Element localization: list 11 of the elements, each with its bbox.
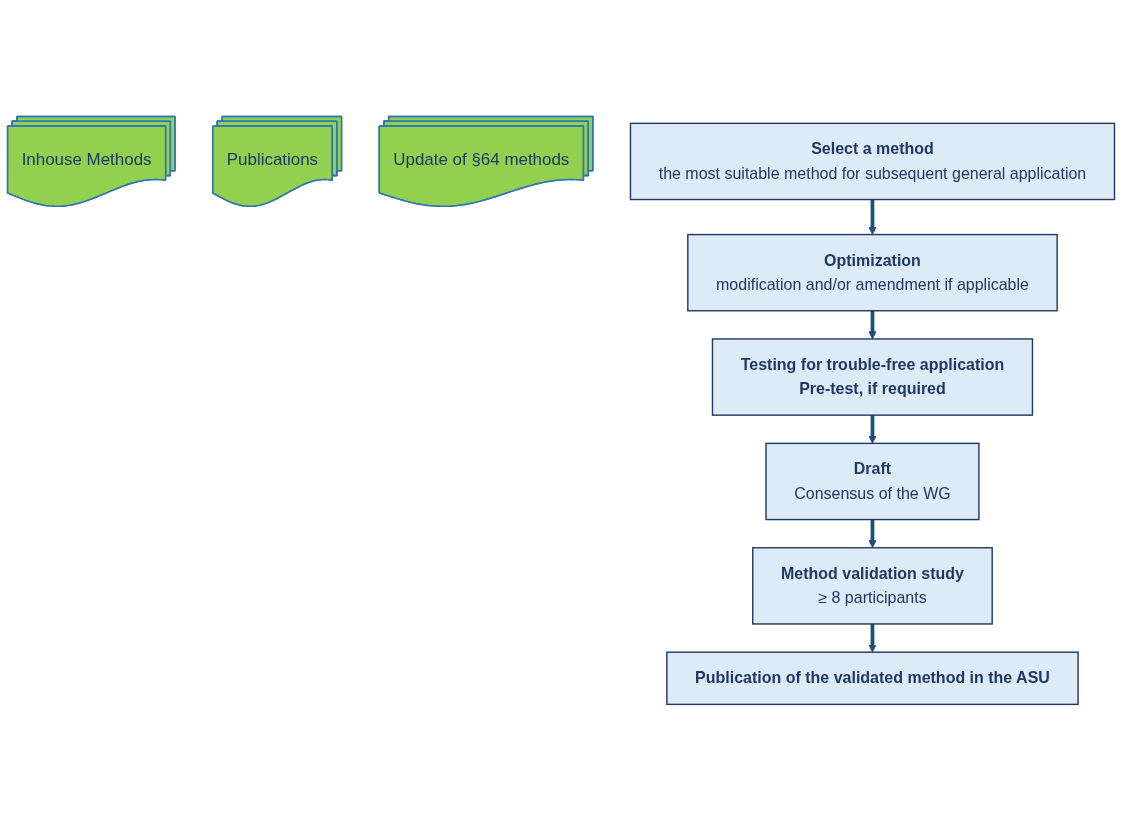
node-box: Draft Consensus of the WG: [765, 442, 980, 521]
node-box: Optimization modification and/or amendment if applicable: [687, 233, 1058, 312]
node-box: Publication of the validated method in the ASU: [666, 651, 1079, 706]
node-box: Testing for trouble-free application Pre-test, if required: [711, 338, 1034, 416]
arrow: [868, 199, 877, 235]
arrow: [868, 624, 877, 653]
node-box: Method validation study ≥ 8 participants: [752, 547, 993, 625]
arrow: [868, 310, 877, 340]
node-box: Select a method the most suitable method for subsequent general application: [629, 122, 1116, 201]
arrow: [868, 519, 877, 549]
arrow: [868, 415, 877, 444]
